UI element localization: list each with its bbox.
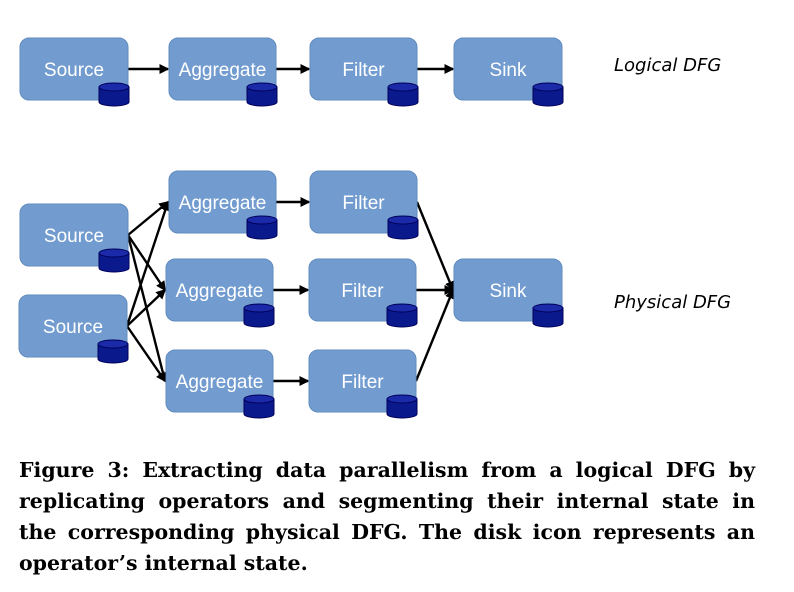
disk-icon (386, 303, 418, 328)
disk-icon (246, 215, 278, 240)
p-sink-node: Sink (453, 258, 564, 328)
p-source-1-node: Source (19, 203, 130, 273)
disk-icon (387, 82, 419, 107)
p-aggregate-2-node: Aggregate (165, 258, 275, 328)
logical-dfg-label: Logical DFG (614, 55, 722, 76)
disk-icon (98, 248, 130, 273)
p-aggregate-3-node: Aggregate (165, 349, 275, 419)
disk-icon (97, 339, 129, 364)
p-source-2-node: Source (18, 294, 129, 364)
disk-icon (243, 394, 275, 419)
operator-label: Source (44, 226, 104, 247)
disk-icon (98, 82, 130, 107)
operator-label: Filter (341, 281, 384, 302)
edge-arrow (125, 200, 171, 327)
l-filter-node: Filter (309, 37, 419, 107)
operator-label: Sink (490, 281, 527, 302)
edge-arrow (414, 288, 455, 382)
l-source-node: Source (19, 37, 130, 107)
disk-icon (532, 303, 564, 328)
disk-icon (243, 303, 275, 328)
operator-label: Aggregate (179, 60, 267, 81)
p-filter-1-node: Filter (309, 170, 419, 240)
operator-label: Aggregate (179, 193, 267, 214)
operator-label: Source (44, 60, 104, 81)
disk-icon (386, 394, 418, 419)
p-filter-2-node: Filter (308, 258, 418, 328)
operator-label: Filter (341, 372, 384, 393)
operator-label: Aggregate (176, 372, 264, 393)
disk-icon (387, 215, 419, 240)
operator-label: Aggregate (176, 281, 264, 302)
operator-label: Filter (342, 60, 385, 81)
operator-label: Filter (342, 193, 385, 214)
p-aggregate-1-node: Aggregate (168, 170, 278, 240)
disk-icon (246, 82, 278, 107)
l-aggregate-node: Aggregate (168, 37, 278, 107)
figure-caption: Figure 3: Extracting data parallelism fr… (19, 458, 755, 575)
edge-arrow (126, 325, 166, 383)
p-filter-3-node: Filter (308, 349, 418, 419)
physical-dfg-label: Physical DFG (614, 292, 732, 313)
operator-label: Source (43, 317, 103, 338)
operator-label: Sink (490, 60, 527, 81)
l-sink-node: Sink (453, 37, 564, 107)
edge-arrow (415, 201, 455, 292)
edge-arrow (127, 234, 166, 292)
disk-icon (532, 82, 564, 107)
edge-arrow (126, 288, 167, 327)
